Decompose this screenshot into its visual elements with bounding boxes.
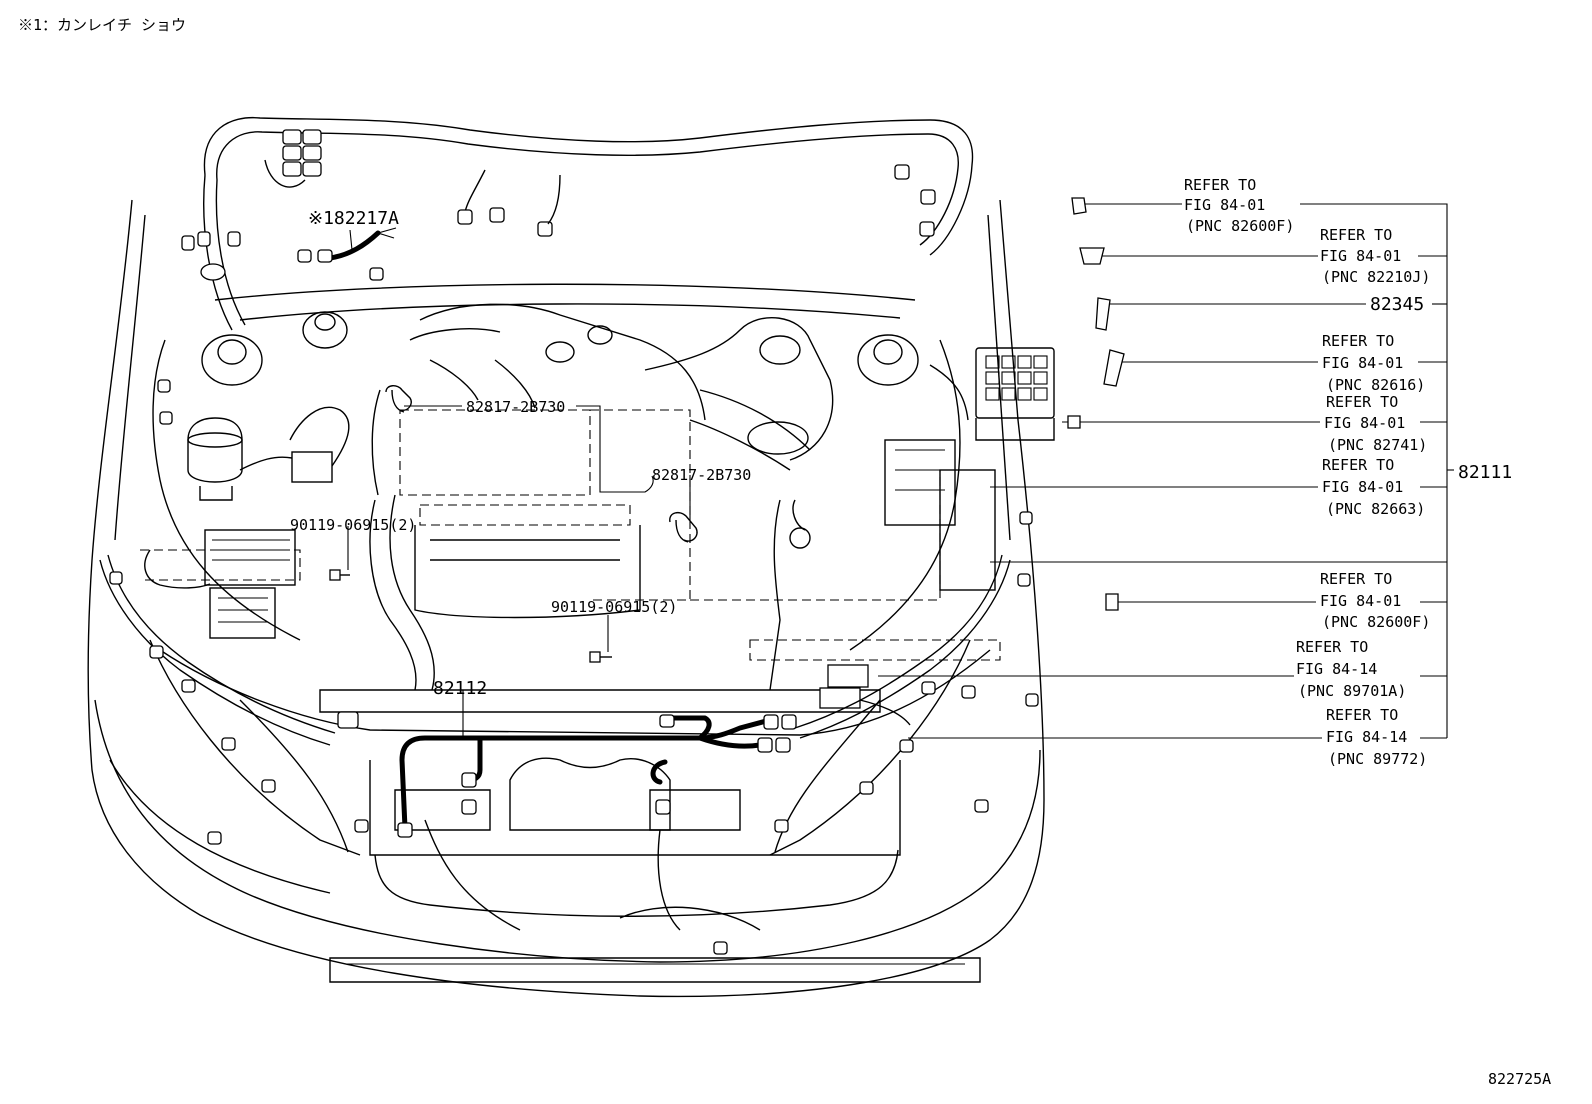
figure-code: 822725A	[1488, 1070, 1551, 1088]
callout-1: REFER TO FIG 84-01 (PNC 82600F)	[1184, 176, 1294, 235]
brake-reservoir	[187, 417, 243, 501]
callout-1-line3: (PNC 82600F)	[1186, 217, 1294, 235]
harness-82112	[337, 711, 797, 838]
label-82112: 82112	[433, 678, 487, 699]
label-82217a: ※182217A	[308, 208, 399, 229]
callout-8-line1: REFER TO	[1326, 706, 1398, 724]
callout-6: REFER TO FIG 84-01 (PNC 82600F)	[1320, 570, 1430, 631]
label-82817-left: 82817-2B730	[466, 398, 565, 416]
clamp-82817-left	[385, 385, 412, 413]
label-82111: 82111	[1458, 462, 1512, 483]
callout-4: REFER TO FIG 84-01 (PNC 82741)	[1324, 393, 1427, 454]
callout-connector-icons	[1067, 197, 1125, 611]
connector-82210j-icon	[1079, 247, 1105, 265]
callout-1-line1: REFER TO	[1184, 176, 1256, 194]
label-90119-right: 90119-06915(2)	[551, 598, 677, 616]
callout-3-line1: REFER TO	[1322, 332, 1394, 350]
callout-5: REFER TO FIG 84-01 (PNC 82663)	[1322, 456, 1425, 518]
callout-3-line3: (PNC 82616)	[1326, 376, 1425, 394]
upper-cowl-harness	[181, 116, 974, 331]
callout-6-line2: FIG 84-01	[1320, 592, 1401, 610]
part-labels: ※182217A 82817-2B730 82817-2B730 90119-0…	[290, 208, 1512, 699]
callout-5-line3: (PNC 82663)	[1326, 500, 1425, 518]
callout-2: REFER TO FIG 84-01 (PNC 82210J)	[1320, 226, 1430, 286]
front-headlamp-harness	[99, 379, 1039, 955]
right-relay-area	[690, 347, 1055, 726]
label-82345: 82345	[1370, 294, 1424, 315]
callout-8-line3: (PNC 89772)	[1328, 750, 1427, 768]
callout-8-line2: FIG 84-14	[1326, 728, 1407, 746]
strut-towers	[201, 311, 919, 386]
label-82817-right: 82817-2B730	[652, 466, 751, 484]
engine-block	[369, 303, 834, 691]
bolt-90119-left	[329, 569, 350, 581]
callout-2-line3: (PNC 82210J)	[1322, 268, 1430, 286]
callout-6-line1: REFER TO	[1320, 570, 1392, 588]
relay-block-cells	[985, 355, 1048, 401]
callout-7: REFER TO FIG 84-14 (PNC 89701A)	[1296, 638, 1406, 700]
callout-6-line3: (PNC 82600F)	[1322, 613, 1430, 631]
connector-82616-icon	[1103, 349, 1125, 387]
callout-7-line3: (PNC 89701A)	[1298, 682, 1406, 700]
callout-5-line1: REFER TO	[1322, 456, 1394, 474]
clamp-82817-right	[669, 511, 698, 543]
callout-3-line2: FIG 84-01	[1322, 354, 1403, 372]
callout-5-line2: FIG 84-01	[1322, 478, 1403, 496]
label-90119-left: 90119-06915(2)	[290, 516, 416, 534]
leader-lines	[347, 203, 1454, 739]
connector-82600f-icon	[1071, 197, 1087, 215]
callout-1-line2: FIG 84-01	[1184, 196, 1265, 214]
left-ecu-area	[140, 406, 350, 639]
cowl-connector-cluster	[282, 129, 322, 177]
callout-7-line1: REFER TO	[1296, 638, 1368, 656]
callout-2-line2: FIG 84-01	[1320, 247, 1401, 265]
callout-3: REFER TO FIG 84-01 (PNC 82616)	[1322, 332, 1425, 394]
header-note: ※1：カンレイチ ショウ	[18, 16, 186, 34]
callout-4-line2: FIG 84-01	[1324, 414, 1405, 432]
relay-block-82111	[975, 347, 1055, 419]
callout-4-line3: (PNC 82741)	[1328, 436, 1427, 454]
callout-8: REFER TO FIG 84-14 (PNC 89772)	[1326, 706, 1427, 768]
wire-82217a	[327, 230, 381, 261]
relay-82345-icon	[1095, 297, 1111, 331]
callout-4-line1: REFER TO	[1326, 393, 1398, 411]
connector-82600f-lower-icon	[1105, 593, 1119, 611]
connector-82741-icon	[1067, 415, 1081, 429]
callout-2-line1: REFER TO	[1320, 226, 1392, 244]
callout-7-line2: FIG 84-14	[1296, 660, 1377, 678]
bolt-90119-right	[589, 651, 612, 663]
